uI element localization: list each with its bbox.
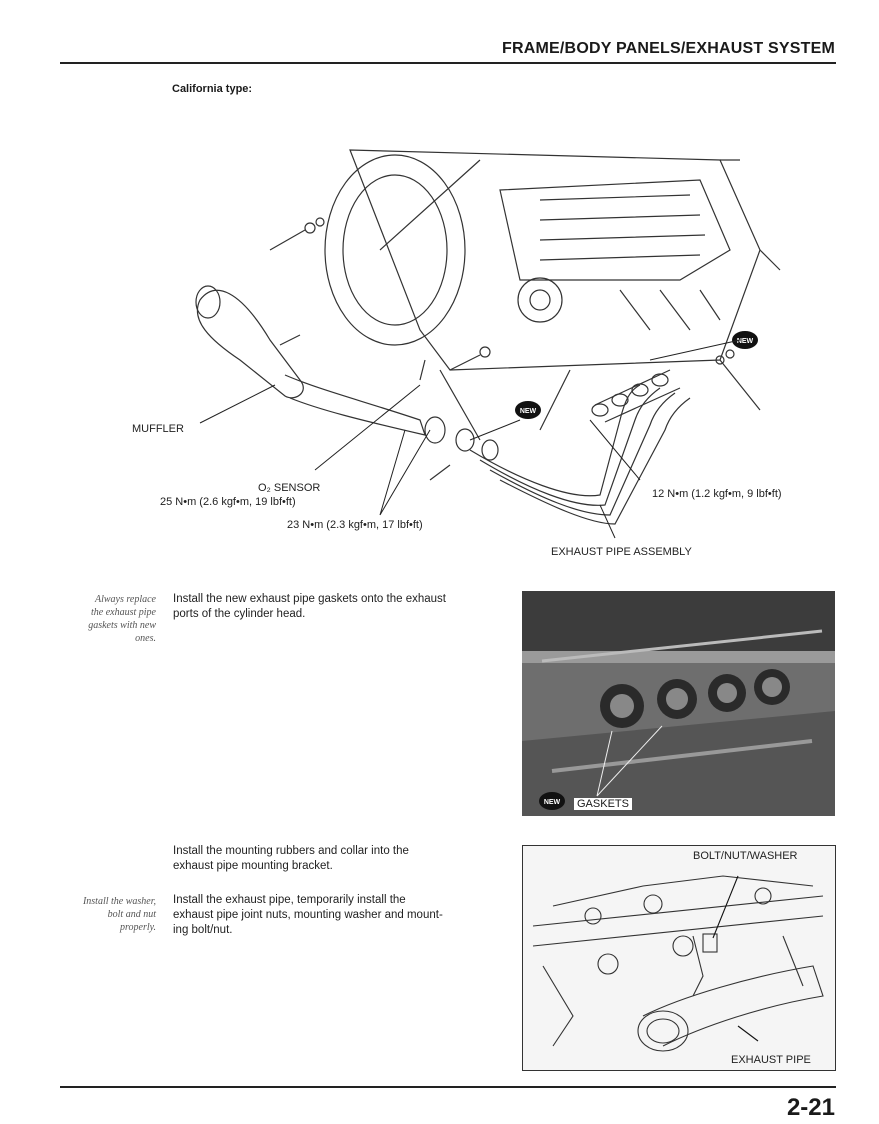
wheel-drawing xyxy=(324,154,466,346)
side-note-gaskets: Always replace the exhaust pipe gaskets … xyxy=(88,594,156,644)
page-header-title: FRAME/BODY PANELS/EXHAUST SYSTEM xyxy=(502,40,835,57)
header-torque-label: 12 N•m (1.2 kgf•m, 9 lbf•ft) xyxy=(652,488,782,500)
instruction-install-gaskets: Install the new exhaust pipe gaskets ont… xyxy=(173,593,446,620)
diagram-subtitle: California type: xyxy=(172,83,253,95)
instruction-install-exhaust-pipe: Install the exhaust pipe, temporarily in… xyxy=(173,894,443,936)
new-badge-icon: NEW xyxy=(515,401,541,419)
footer-rule xyxy=(60,1086,836,1088)
exhaust-pipe-assembly-label: EXHAUST PIPE ASSEMBLY xyxy=(551,546,692,558)
muffler-label: MUFFLER xyxy=(132,423,184,435)
muffler-drawing xyxy=(196,289,304,399)
instruction-mounting-rubbers: Install the mounting rubbers and collar … xyxy=(173,845,409,872)
gaskets-photo: NEW GASKETS xyxy=(522,591,835,816)
side-note-washer: Install the washer, bolt and nut properl… xyxy=(82,896,156,933)
bolt-nut-washer-label: BOLT/NUT/WASHER xyxy=(693,850,798,862)
gaskets-label: GASKETS xyxy=(574,798,632,810)
header-rule xyxy=(60,62,836,64)
exhaust-exploded-diagram: NEW NEW xyxy=(195,149,781,539)
o2-sensor-torque-label: 25 N•m (2.6 kgf•m, 19 lbf•ft) xyxy=(160,496,296,508)
svg-text:NEW: NEW xyxy=(544,799,561,806)
exhaust-pipe-assembly-drawing xyxy=(469,384,641,497)
page-number: 2-21 xyxy=(786,1094,835,1121)
o2-sensor-label: O₂ SENSOR xyxy=(258,482,321,494)
exhaust-pipe-bracket-illustration: BOLT/NUT/WASHER EXHAUST PIPE xyxy=(522,845,836,1071)
exhaust-pipe-label: EXHAUST PIPE xyxy=(731,1054,811,1066)
svg-text:NEW: NEW xyxy=(737,338,754,345)
new-badge-icon: NEW xyxy=(732,331,758,349)
svg-text:NEW: NEW xyxy=(520,408,537,415)
joint-nut-torque-label: 23 N•m (2.3 kgf•m, 17 lbf•ft) xyxy=(287,519,423,531)
